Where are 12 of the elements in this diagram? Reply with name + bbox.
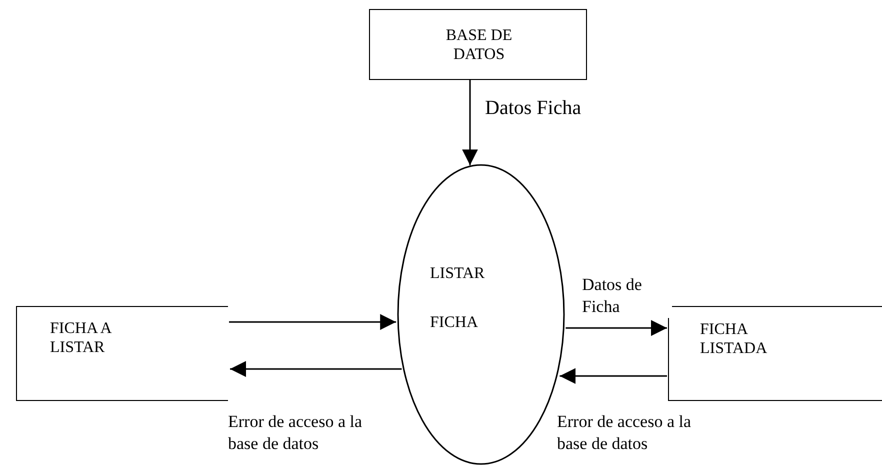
process-box <box>369 9 587 80</box>
arrow <box>462 80 478 166</box>
arrow <box>560 368 667 384</box>
external-entity-box <box>16 306 228 401</box>
node-label: FICHA LISTADA <box>700 320 768 358</box>
node-label: FICHA <box>430 313 480 332</box>
node-label: FICHA A LISTAR <box>50 319 112 357</box>
arrow <box>230 361 402 377</box>
node-label: BASE DE DATOS <box>444 26 514 64</box>
node-label: LISTAR <box>430 264 486 283</box>
arrow <box>566 320 667 336</box>
arrow <box>229 314 396 330</box>
